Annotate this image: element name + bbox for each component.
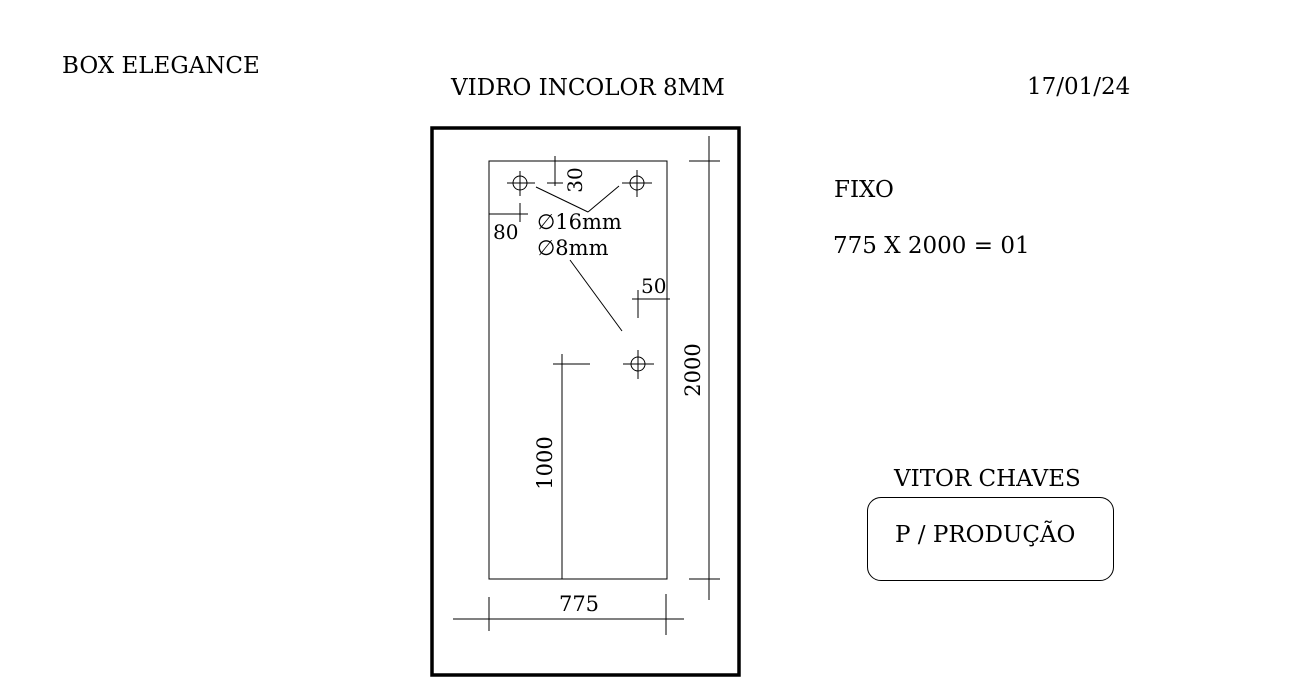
height-dimension [689, 136, 720, 600]
hole-height-label: 1000 [533, 436, 557, 489]
hole-marker [507, 171, 535, 196]
drawing-date: 17/01/24 [1027, 74, 1131, 100]
height-label: 2000 [681, 343, 705, 396]
stamp-text: P / PRODUÇÃO [895, 522, 1076, 548]
right-offset-label: 50 [641, 274, 666, 298]
production-stamp: P / PRODUÇÃO [867, 497, 1114, 581]
author-name: VITOR CHAVES [894, 466, 1081, 492]
side-offset-label: 80 [493, 220, 518, 244]
drawing-frame [430, 126, 741, 677]
hole-large-label: ∅16mm [537, 210, 622, 234]
top-offset-label: 30 [563, 167, 587, 192]
company-name: BOX ELEGANCE [62, 53, 260, 79]
piece-type: FIXO [834, 177, 894, 203]
right-offset-dimension [632, 290, 670, 318]
material-title: VIDRO INCOLOR 8MM [451, 75, 725, 101]
top-offset-dimension [547, 156, 563, 186]
hole-small-label: ∅8mm [537, 236, 609, 260]
leader-lines [535, 185, 623, 332]
hole-height-dimension [553, 354, 590, 579]
width-label: 775 [559, 592, 599, 616]
side-offset-dimension [489, 203, 528, 222]
glass-panel [488, 160, 668, 580]
piece-dimensions: 775 X 2000 = 01 [833, 233, 1030, 259]
hole-marker [622, 170, 652, 197]
hole-marker [623, 350, 654, 379]
width-dimension [453, 594, 684, 635]
